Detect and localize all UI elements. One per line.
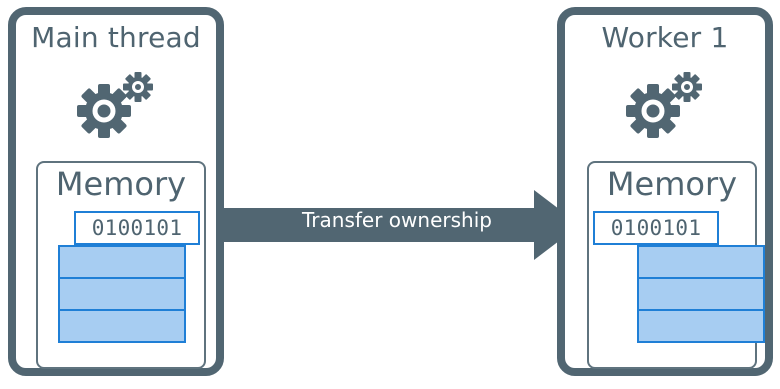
memory-cell xyxy=(58,309,186,343)
memory-cell xyxy=(58,245,186,279)
worker-memory-cells xyxy=(637,245,765,343)
main-thread-title: Main thread xyxy=(31,21,201,54)
memory-cell xyxy=(637,277,765,311)
memory-cell xyxy=(637,309,765,343)
main-memory-cells xyxy=(58,245,186,343)
memory-cell xyxy=(58,277,186,311)
gears-icon xyxy=(77,72,153,138)
gears-icon xyxy=(626,72,702,138)
main-memory-label: Memory xyxy=(55,165,187,203)
transfer-arrow xyxy=(218,190,580,260)
worker-memory-label: Memory xyxy=(606,165,738,203)
transfer-ownership-label: Transfer ownership xyxy=(302,208,492,232)
main-thread-panel: Main thread xyxy=(8,7,224,376)
memory-cell xyxy=(637,245,765,279)
main-memory-box: Memory 0100101 xyxy=(36,161,206,369)
worker-binary-value: 0100101 xyxy=(593,211,719,245)
worker-1-title: Worker 1 xyxy=(601,21,729,54)
main-binary-value: 0100101 xyxy=(74,211,200,245)
worker-1-panel: Worker 1 xyxy=(557,7,773,376)
worker-memory-box: Memory 0100101 xyxy=(587,161,765,369)
